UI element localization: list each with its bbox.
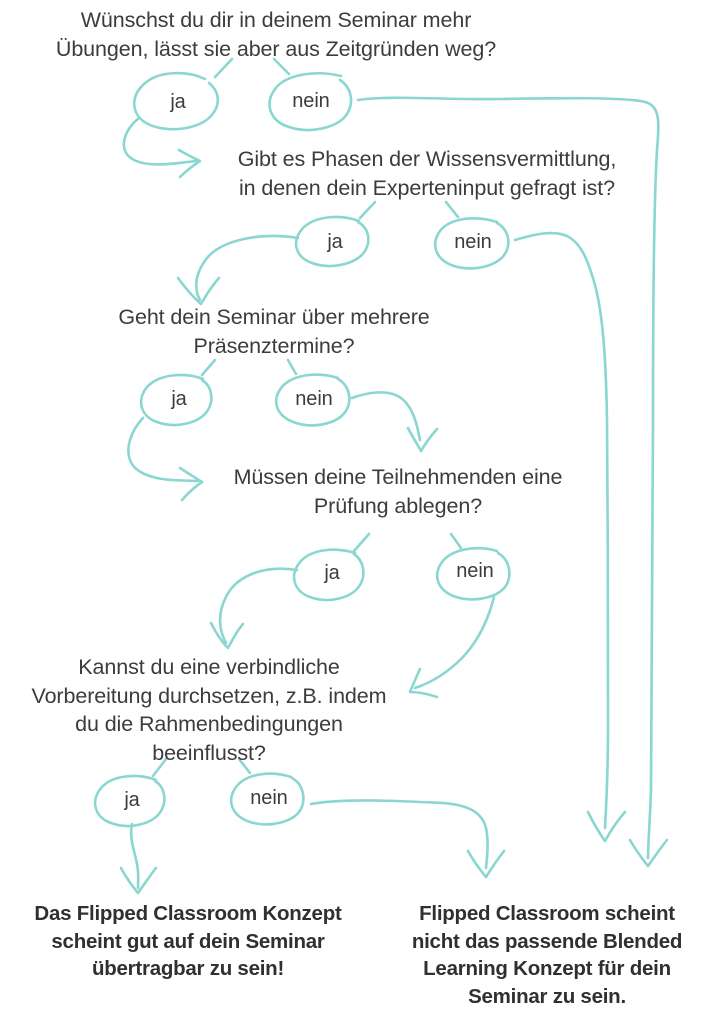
answer-a4-ja[interactable]: ja: [297, 551, 367, 597]
answer-a2-nein-label: nein: [454, 230, 492, 253]
stem-q3-nein: [286, 358, 298, 376]
answer-a2-ja[interactable]: ja: [300, 220, 370, 266]
answer-a4-nein-label: nein: [456, 559, 494, 582]
result-negative: Flipped Classroom scheint nicht das pass…: [411, 902, 683, 1009]
arrowhead-a4nein-to-q5: [408, 667, 439, 699]
stem-q4-nein: [449, 532, 463, 550]
stem-q2-nein: [444, 200, 460, 219]
answer-a1-ja-label: ja: [170, 90, 186, 113]
arrowhead-a1ja-to-q2: [177, 148, 202, 179]
arrowhead-a3ja-to-q4: [178, 466, 204, 502]
arrow-a3ja-to-q4: [127, 416, 200, 483]
answer-a4-ja-label: ja: [324, 561, 340, 584]
arrowhead-a5nein-to-negative: [466, 849, 506, 879]
question-5: Kannst du eine verbindliche Vorbereitung…: [31, 655, 387, 765]
question-1: Wünschst du dir in deinem Seminar mehr Ü…: [55, 8, 497, 61]
question-2: Gibt es Phasen der Wissensvermittlung, i…: [237, 147, 617, 200]
arrowhead-a1nein: [628, 838, 669, 868]
arrowhead-a5ja-to-positive: [119, 866, 158, 895]
answer-a5-ja[interactable]: ja: [98, 778, 166, 824]
arrow-a2ja-to-q3: [195, 234, 300, 302]
answer-a5-nein[interactable]: nein: [231, 776, 307, 822]
answer-a2-ja-label: ja: [327, 230, 343, 253]
arrowhead-a2ja-to-q3: [176, 276, 221, 306]
answer-a3-ja-label: ja: [171, 387, 187, 410]
answer-a3-nein-label: nein: [295, 387, 333, 410]
arrow-a4nein-to-q5: [413, 595, 496, 690]
result-positive: Das Flipped Classroom Konzept scheint gu…: [34, 902, 342, 981]
arrow-a5nein-to-negative: [309, 799, 489, 870]
arrowhead-a4ja-to-q5: [209, 621, 245, 650]
answer-a1-nein-label: nein: [292, 89, 330, 112]
question-4: Müssen deine Teilnehmenden eine Prüfung …: [233, 465, 563, 518]
answer-a3-ja[interactable]: ja: [144, 377, 214, 423]
answer-a1-nein[interactable]: nein: [272, 78, 350, 126]
arrowhead-a3nein-to-q4: [406, 426, 439, 453]
arrow-a4ja-to-q5: [218, 567, 299, 645]
stem-q2-ja: [358, 200, 377, 220]
answer-a4-nein[interactable]: nein: [437, 549, 513, 595]
arrow-a3nein-to-q4: [350, 391, 422, 442]
arrowhead-a2nein: [586, 810, 627, 843]
arrow-a2nein-to-negative: [513, 231, 610, 830]
answer-a5-ja-label: ja: [124, 788, 140, 811]
question-3: Geht dein Seminar über mehrere Präsenzte…: [118, 305, 430, 358]
answer-a1-ja[interactable]: ja: [140, 79, 216, 127]
stem-q3-ja: [200, 358, 217, 377]
stem-q4-ja: [352, 532, 371, 553]
answer-a2-nein[interactable]: nein: [435, 220, 511, 266]
answer-a3-nein[interactable]: nein: [276, 377, 352, 423]
answer-a5-nein-label: nein: [250, 786, 288, 809]
arrow-a5ja-to-positive: [129, 822, 140, 890]
